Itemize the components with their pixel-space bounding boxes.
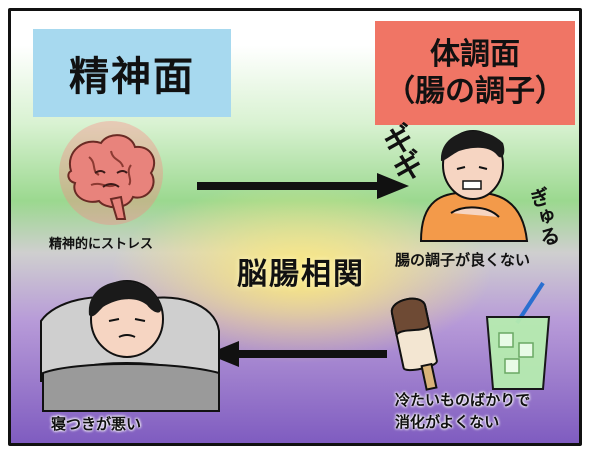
cold-food-caption-line2: 消化がよくない (395, 413, 500, 431)
physical-aspect-subtext: （腸の調子） (385, 74, 565, 109)
sleepless-man-in-bed-illustration (40, 280, 220, 412)
right-arrow (197, 173, 409, 199)
cold-food-caption-line1: 冷たいものばかりで (395, 391, 531, 409)
comic-panel: 精神面 体調面 （腸の調子） 精神的にストレス ギ ギ ぎゅる 腸の調子が良くな… (8, 8, 582, 446)
stress-caption: 精神的にストレス (49, 237, 154, 252)
man-stomach-ache-illustration (419, 130, 529, 242)
mental-aspect-label: 精神面 (33, 29, 231, 117)
mental-aspect-text: 精神面 (69, 54, 195, 100)
iced-drink-illustration (485, 281, 551, 390)
bad-sleep-caption: 寝つきが悪い (51, 415, 142, 433)
left-arrow (207, 341, 387, 367)
brain-gut-connection-title: 脳腸相関 (237, 257, 365, 292)
stressed-brain-illustration (59, 121, 163, 225)
physical-aspect-text: 体調面 (430, 36, 520, 72)
bad-gut-caption: 腸の調子が良くない (395, 251, 531, 269)
physical-aspect-label: 体調面 （腸の調子） (375, 21, 575, 125)
popsicle-illustration (390, 297, 438, 391)
